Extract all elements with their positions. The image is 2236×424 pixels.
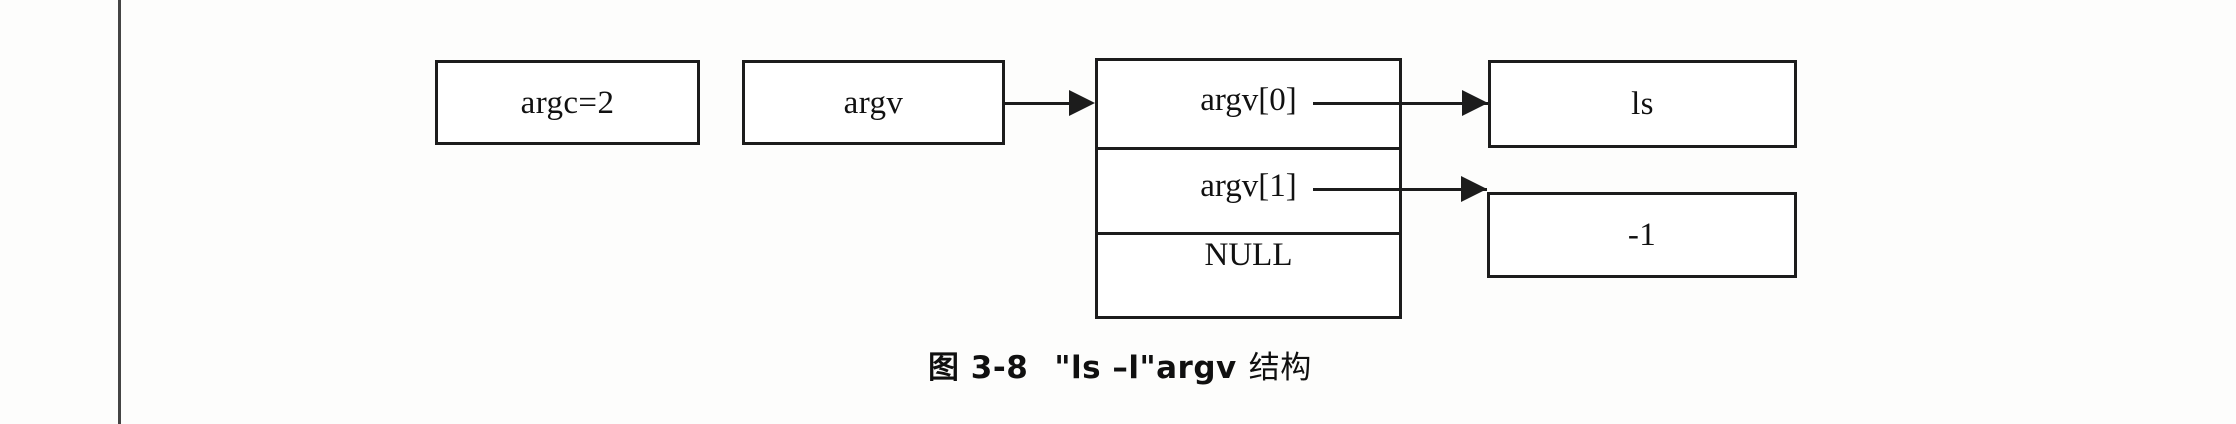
argv-array-box: argv[0] argv[1] NULL [1095, 58, 1402, 319]
argv-array-cell-2-label: NULL [1204, 237, 1293, 273]
figure-caption-suffix: 结构 [1248, 350, 1312, 386]
argv-array-divider-1 [1095, 232, 1402, 235]
page-margin-rule [118, 0, 121, 424]
argc-box: argc=2 [435, 60, 700, 145]
argc-box-label: argc=2 [520, 85, 615, 121]
argv1-to-dashl-arrowhead [1461, 176, 1487, 202]
argv0-to-ls-line [1313, 102, 1488, 105]
string-dash-l-label: -1 [1627, 217, 1657, 253]
argv-array-cell-0-label: argv[0] [1200, 82, 1297, 118]
argv-to-array-arrowhead [1069, 90, 1095, 116]
figure-caption: 图 3-8 "ls –l"argv 结构 [928, 342, 1312, 387]
argv-box-label: argv [843, 85, 904, 121]
argv-to-array-line [1005, 102, 1091, 105]
argv-box: argv [742, 60, 1005, 145]
string-dash-l-box: -1 [1487, 192, 1797, 278]
figure-number: 图 3-8 [928, 350, 1029, 386]
figure-caption-subject: argv [1156, 350, 1237, 386]
figure-caption-command: "ls –l" [1054, 350, 1157, 386]
string-ls-label: ls [1631, 86, 1654, 122]
argv0-to-ls-arrowhead [1462, 90, 1488, 116]
argv-array-divider-0 [1095, 147, 1402, 150]
argv-array-cell-1-label: argv[1] [1200, 168, 1297, 204]
argv1-to-dashl-line [1313, 188, 1487, 191]
string-ls-box: ls [1488, 60, 1797, 148]
